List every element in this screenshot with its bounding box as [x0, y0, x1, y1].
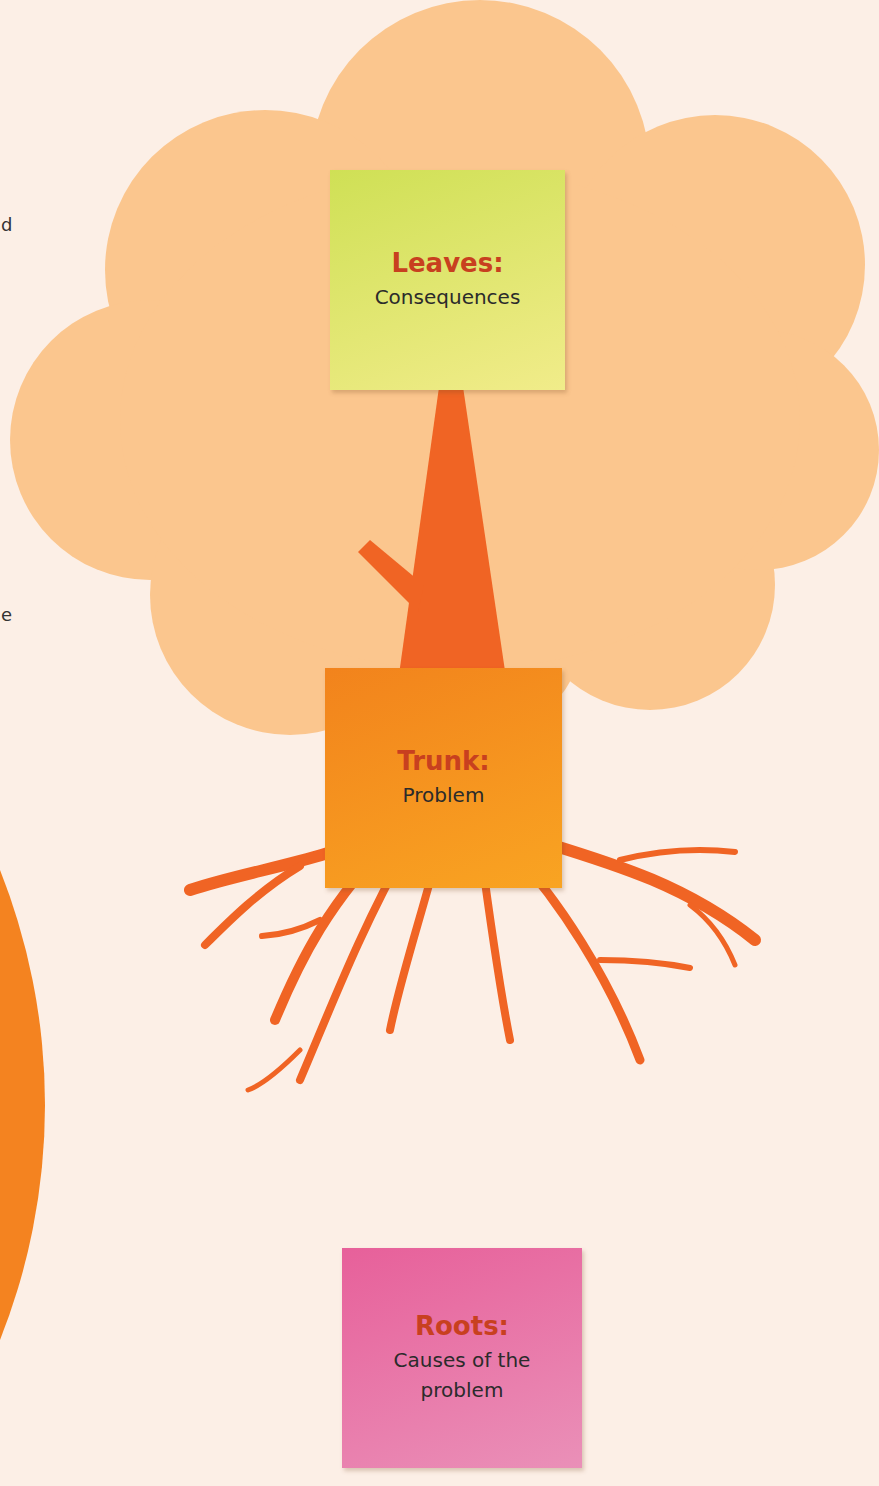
note-heading: Trunk: [397, 746, 489, 777]
roots-note: Roots:Causes of the problem [342, 1248, 582, 1468]
note-heading: Leaves: [391, 248, 503, 279]
cut-off-text: d [1, 214, 12, 235]
trunk-note: Trunk:Problem [325, 668, 562, 888]
note-body: Consequences [375, 282, 521, 312]
cut-off-text: e [1, 604, 12, 625]
note-body: Causes of the problem [358, 1345, 566, 1405]
leaves-note: Leaves:Consequences [330, 170, 565, 390]
orange-circle [0, 469, 45, 1486]
tree-trunk [190, 380, 755, 1090]
note-body: Problem [403, 780, 485, 810]
note-heading: Roots: [415, 1311, 509, 1342]
